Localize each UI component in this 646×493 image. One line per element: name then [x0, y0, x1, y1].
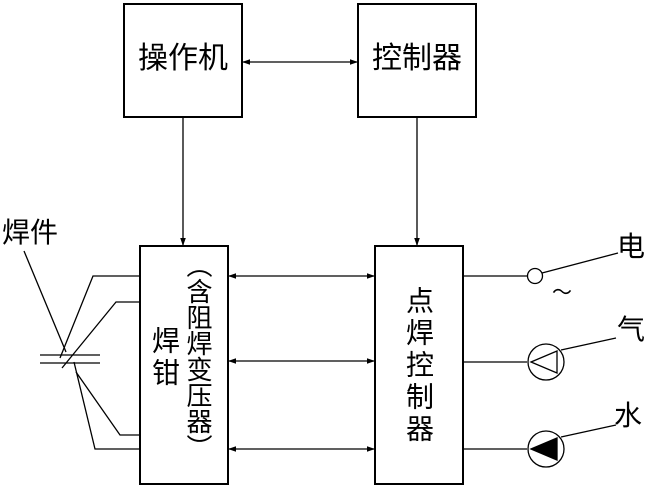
gas-label: 气 [617, 313, 646, 346]
spot-controller-label: 点焊控制器 [402, 286, 435, 446]
gas-leader [560, 337, 617, 351]
water-label: 水 [614, 399, 643, 432]
water-valve-circle [527, 430, 565, 468]
transformer-label: （含阻焊变压器） [182, 252, 212, 460]
water-valve-triangle [529, 437, 558, 461]
controller-label: 控制器 [372, 41, 462, 76]
spot-controller-box [374, 245, 464, 485]
electrode-arm-upper-outer [59, 275, 140, 359]
workpiece-leader [23, 250, 67, 353]
electrode-arm-upper-inner [61, 301, 140, 369]
welding-gun-label: 焊钳 [148, 326, 181, 390]
switch-lever [541, 252, 619, 274]
water-leader [560, 424, 617, 438]
gas-valve-circle [527, 343, 565, 381]
electric-terminal [526, 267, 544, 285]
electric-label: 电 [617, 230, 646, 263]
electrode-arm-lower-outer [73, 361, 140, 450]
gas-valve-triangle [529, 350, 558, 374]
welding-gun-box [139, 245, 229, 485]
operator-label: 操作机 [138, 41, 228, 76]
workpiece-label: 焊件 [2, 216, 59, 249]
electrode-arm-lower-inner [75, 371, 140, 436]
ac-symbol: ～ [552, 280, 572, 304]
